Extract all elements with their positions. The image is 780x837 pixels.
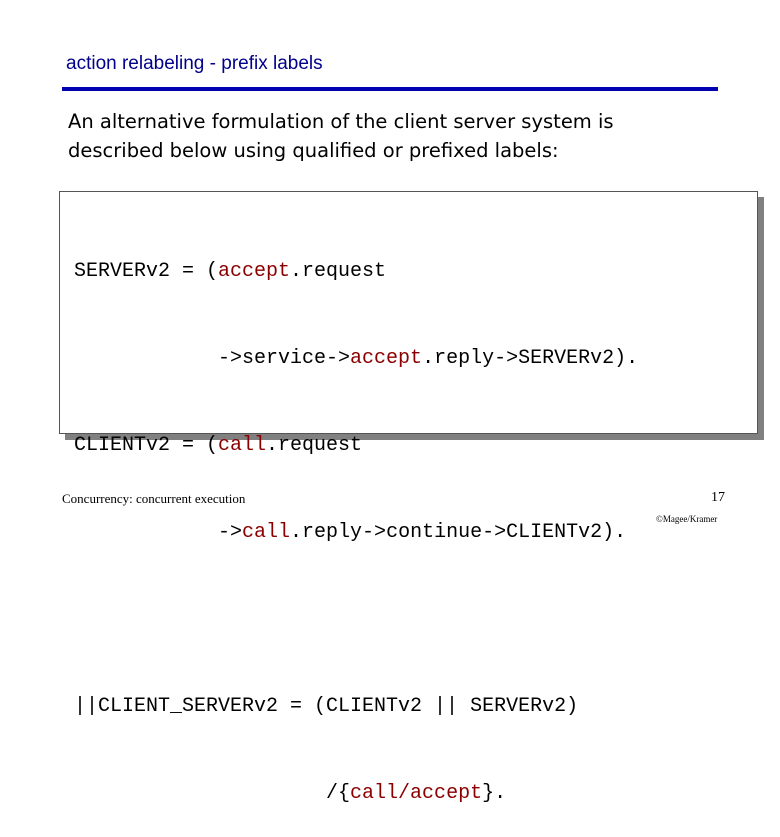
code-line: ||CLIENT_SERVERv2 = (CLIENTv2 || SERVERv… [74, 692, 638, 721]
copyright-notice: ©Magee/Kramer [656, 514, 718, 524]
code-line: /{call/accept}. [74, 779, 638, 808]
code-line: ->service->accept.reply->SERVERv2). [74, 344, 638, 373]
code-text: ->service-> [74, 347, 351, 370]
title-underline [62, 87, 718, 91]
code-text: /{ [74, 782, 351, 805]
code-label: accept [350, 347, 423, 370]
code-blank-line [74, 605, 638, 634]
code-label: call/accept [350, 782, 483, 805]
code-text: ||CLIENT_SERVERv2 = (CLIENTv2 || SERVERv… [74, 695, 579, 718]
code-label: call [218, 434, 267, 457]
intro-line: An alternative formulation of the client… [68, 110, 614, 133]
code-text: SERVERv2 = ( [74, 260, 219, 283]
code-text: CLIENTv2 = ( [74, 434, 219, 457]
code-label: accept [218, 260, 291, 283]
code-text: .reply->SERVERv2). [422, 347, 639, 370]
code-text: .reply->continue->CLIENTv2). [290, 521, 627, 544]
code-label: call [242, 521, 291, 544]
slide-title: action relabeling - prefix labels [66, 53, 323, 74]
code-text: -> [74, 521, 243, 544]
code-box [59, 191, 758, 434]
code-text: .request [266, 434, 363, 457]
code-text: .request [290, 260, 387, 283]
intro-paragraph: An alternative formulation of the client… [68, 107, 748, 165]
code-line: SERVERv2 = (accept.request [74, 257, 638, 286]
code-block: SERVERv2 = (accept.request ->service->ac… [74, 199, 638, 837]
footer-course-title: Concurrency: concurrent execution [62, 491, 246, 506]
code-line: CLIENTv2 = (call.request [74, 431, 638, 460]
page-number: 17 [711, 490, 725, 505]
code-line: ->call.reply->continue->CLIENTv2). [74, 518, 638, 547]
intro-line: described below using qualified or prefi… [68, 139, 559, 162]
code-text: }. [482, 782, 507, 805]
